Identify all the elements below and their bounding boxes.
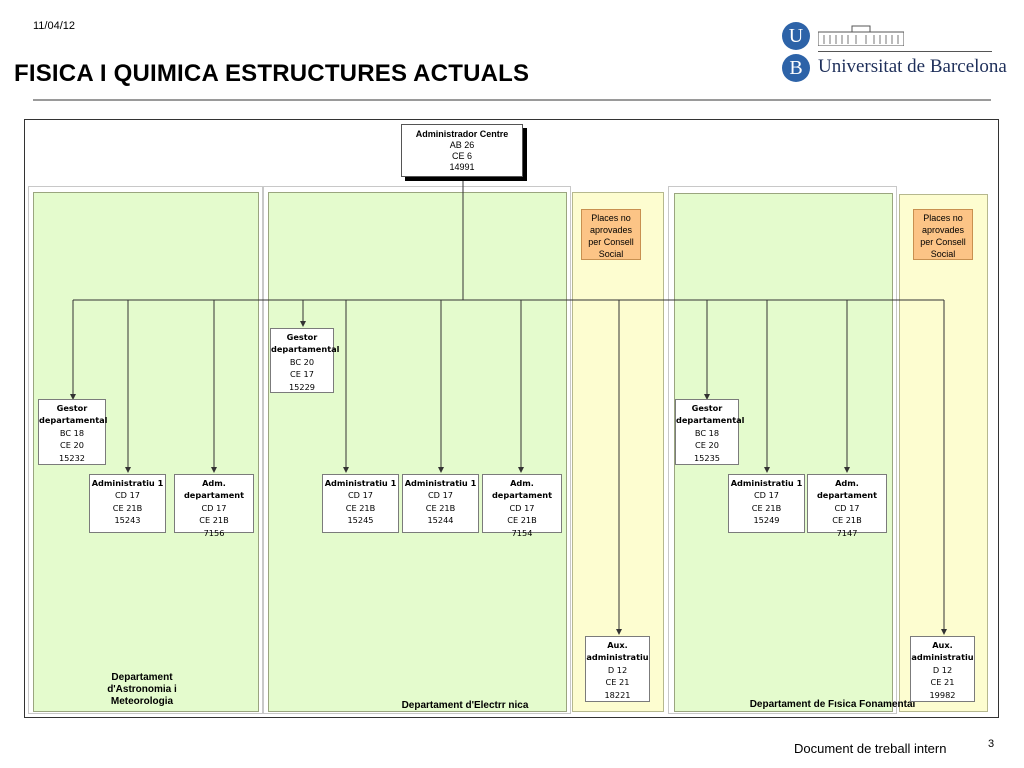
- slide-date: 11/04/12: [33, 20, 76, 32]
- seal-bottom-icon: B: [782, 54, 810, 82]
- logo-divider: [818, 51, 992, 52]
- dept-electronica-panel: [268, 192, 567, 712]
- pending-places-panel-1: [572, 192, 664, 712]
- dept-fisica-outline: [668, 186, 897, 714]
- dept-label-fisica: Departament de Fısica Fonamental: [749, 699, 916, 710]
- page-number: 3: [988, 738, 995, 750]
- administrador-centre-box: Administrador Centre AB 26 CE 6 14991: [401, 124, 523, 177]
- building-icon: [818, 25, 904, 46]
- dept-label-astronomia: Departament d'Astronomia i Meteorologia: [107, 672, 177, 707]
- position-ce: CE 6: [451, 151, 472, 161]
- pending-places-panel-2: [899, 194, 988, 712]
- position-code: 14991: [449, 162, 475, 172]
- dept-astronomia-outline: [28, 186, 263, 714]
- position-title: Administrador Centre: [415, 129, 509, 139]
- slide-title: FISICA I QUIMICA ESTRUCTURES ACTUALS: [14, 60, 530, 87]
- university-logo: U B Universitat de Barcelona: [778, 18, 1007, 84]
- dept-electronica-outline: [263, 186, 571, 714]
- footer-text: Document de treball intern: [794, 741, 947, 756]
- dept-label-electronica: Departament d'Electrr nica: [401, 700, 529, 711]
- position-level: AB 26: [449, 140, 475, 150]
- seal-top-icon: U: [782, 22, 810, 50]
- university-name: Universitat de Barcelona: [818, 56, 1007, 77]
- title-divider: [33, 99, 991, 101]
